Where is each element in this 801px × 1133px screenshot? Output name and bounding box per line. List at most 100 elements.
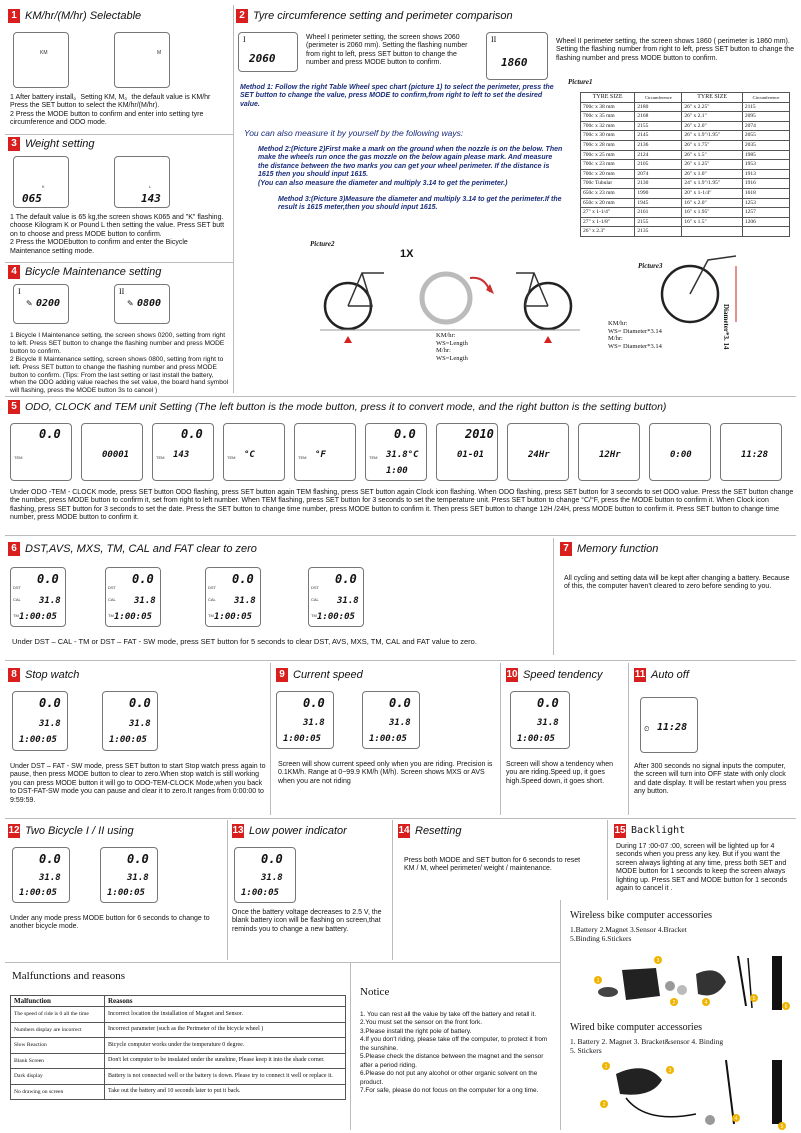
table-cell: 26" x 2.1" (681, 111, 743, 122)
accessory-marker (600, 1100, 608, 1108)
lcd-top-value: 0.0 (37, 572, 59, 586)
malfunction-cell: Slow Reaction (10, 1037, 105, 1054)
notice-title: Notice (360, 986, 390, 998)
lcd-m: M (114, 32, 170, 88)
table-cell (681, 226, 743, 237)
table-cell: 27" x 1-1/8" (579, 216, 636, 228)
maint-value: 0800 (137, 298, 162, 309)
accessories-title: Wired bike computer accessories (570, 1022, 703, 1033)
accessory-marker (666, 1066, 674, 1074)
lcd-mid-value: 31.8 (537, 718, 559, 728)
table-row: 26" x 2.3"2135 (579, 226, 791, 237)
section-number: 4 (8, 265, 20, 279)
dst-label: DST (13, 585, 21, 590)
lcd-top-value: 2010 (465, 427, 494, 441)
table-cell: 2055 (741, 130, 791, 141)
tm-label: TM (208, 613, 214, 618)
weight-value: 143 (141, 192, 161, 205)
lcd-top-value: 0.0 (129, 696, 151, 710)
section-number: 1 (8, 9, 20, 23)
table-cell: 16" x 1.5" (681, 216, 743, 228)
col-header: Circumference (741, 92, 791, 103)
maint-value: 0200 (36, 298, 61, 309)
section-title: DST,AVS, MXS, TM, CAL and FAT clear to z… (25, 542, 257, 555)
wheel2-text: Wheel II perimeter setting, the screen s… (556, 38, 795, 62)
section-title: Stop watch (25, 668, 80, 681)
bike-roman: I (18, 287, 21, 296)
wireless-accessories: Wireless bike computer accessories 1.Bat… (566, 904, 798, 1016)
section-text: After 300 seconds no signal inputs the c… (634, 763, 787, 796)
table-cell: 2168 (634, 111, 683, 122)
accessory-marker (782, 1002, 790, 1010)
section-title: Bicycle Maintenance setting (25, 265, 162, 278)
table-cell: 16" x 2.0" (681, 197, 743, 209)
lcd-bottom-value: 1:00:05 (214, 612, 252, 622)
wrench-icon: ✎ (127, 299, 134, 308)
dst-label: DST (311, 585, 319, 590)
accessory-marker-label: 3 (669, 1068, 672, 1074)
reason-cell: Bicycle computer works under the tempera… (104, 1037, 346, 1054)
lcd-mid-value: 31.8°C (386, 450, 419, 460)
lcd-bottom-value: 1:00:05 (19, 612, 57, 622)
malfunction-cell: Numbers display are incorrect (10, 1021, 105, 1039)
table-cell: 700c x 38 mm (579, 101, 636, 113)
lcd-mid-value: 31.8 (39, 719, 61, 729)
table-cell: 26" x 2.0" (681, 120, 743, 132)
lcd-weight-lb: L 143 (114, 156, 170, 208)
table-cell: 16" x 1.95" (681, 207, 743, 218)
accessory-marker-label: 2 (673, 1000, 676, 1006)
tm-label: TM (13, 613, 19, 618)
malfunction-cell: No drawing on screen (10, 1083, 105, 1101)
lcd-mid-value: 31.8 (129, 719, 151, 729)
accessory-marker (732, 1114, 740, 1122)
lcd-bottom-value: 1:00:05 (283, 734, 321, 744)
cal-label: CAL (311, 597, 319, 602)
accessory-marker (750, 994, 758, 1002)
notice-text: 1. You can rest all the value by take of… (360, 1010, 548, 1095)
reason-cell: Don't let computer to be insulated under… (104, 1052, 346, 1070)
table-cell: 1990 (634, 187, 683, 199)
table-cell: 2180 (634, 101, 683, 113)
table-cell: 2035 (741, 139, 791, 151)
unit-k: K (42, 184, 45, 189)
unit-l: L (149, 184, 152, 189)
cal-label: CAL (208, 597, 216, 602)
accessory-marker-label: 6 (785, 1004, 788, 1010)
table-cell: 26" x 2.3" (579, 226, 636, 237)
accessories-title: Wireless bike computer accessories (570, 910, 713, 921)
section-text: Under DST – CAL - TM or DST – FAT - SW m… (12, 637, 477, 646)
table-cell: 700c x 28 mm (579, 139, 636, 151)
lcd-mid-value: 0:00 (670, 450, 692, 460)
lcd-mid-value: 31.8 (127, 873, 149, 883)
lcd-tem-label: TEM (14, 455, 23, 460)
col-header: Reasons (104, 994, 346, 1008)
section-text: 1 The default value is 65 kg,the screen … (10, 214, 225, 255)
lcd-mid-value: 24Hr (528, 450, 550, 460)
table-cell: 1206 (741, 216, 791, 228)
lcd-top-value: 0.0 (394, 427, 416, 441)
lcd-top-value: 0.0 (537, 696, 559, 710)
picture3-wheel-diagram (660, 255, 737, 324)
method3-text: Method 3:(Picture 3)Measure the diameter… (278, 196, 562, 212)
table-cell: 700c x 20 mm (579, 168, 636, 180)
lcd-bottom-value: 1:00 (386, 466, 408, 476)
lcd-mid-value: 00001 (102, 450, 130, 460)
lcd-mid-value: 31.8 (337, 596, 359, 606)
